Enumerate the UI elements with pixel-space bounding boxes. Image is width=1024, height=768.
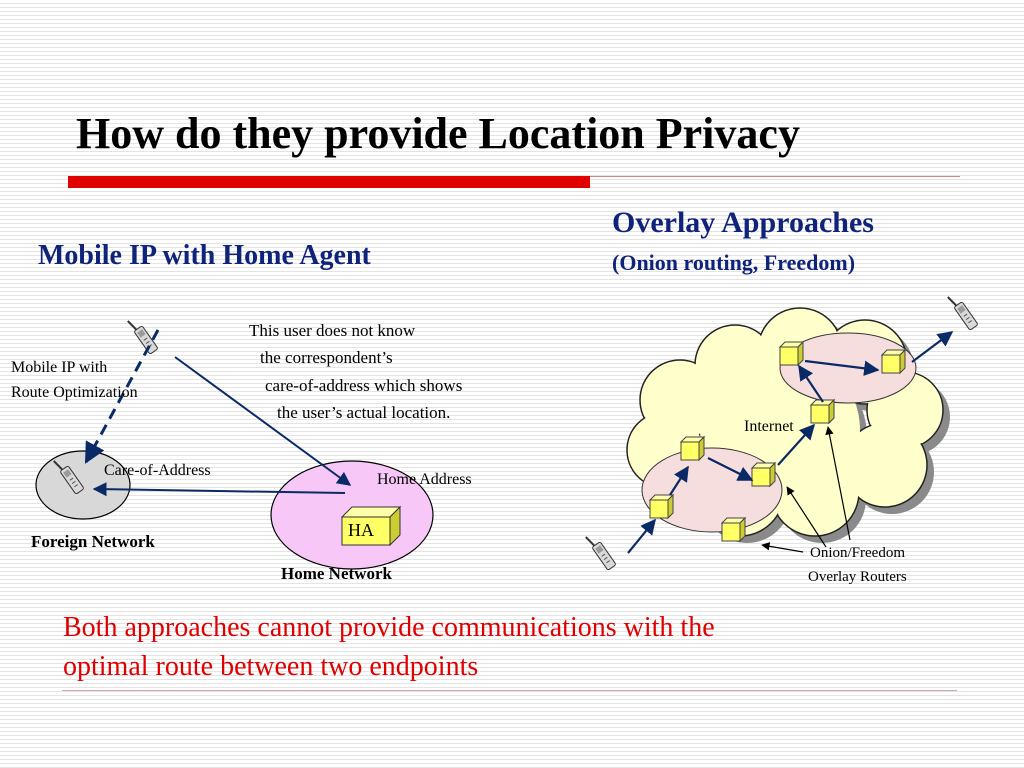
note-line: care-of-address which shows: [265, 376, 463, 395]
note-line: the correspondent’s: [260, 348, 393, 367]
overlay-routers-label-line2: Overlay Routers: [808, 569, 907, 585]
overlay-router-icon: [680, 436, 705, 461]
route-optimization-label-line1: Mobile IP with: [11, 359, 108, 376]
overlay-router-icon: [649, 494, 674, 519]
title-underline-rule: [590, 176, 960, 177]
home-agent-box-icon: [340, 505, 402, 547]
overlay-router-icon: [721, 517, 746, 542]
mobile-ip-heading: Mobile IP with Home Agent: [38, 240, 371, 271]
overlay-region-top: [779, 332, 917, 404]
overlay-router-icon: [779, 341, 804, 366]
overlay-subheading: (Onion routing, Freedom): [612, 250, 856, 275]
home-address-label: Home Address: [377, 471, 472, 488]
conclusion-line: Both approaches cannot provide communica…: [63, 612, 715, 643]
route-optimization-label-line2: Route Optimization: [11, 384, 138, 401]
conclusion-line: optimal route between two endpoints: [63, 651, 479, 682]
care-of-address-label: Care-of-Address: [104, 462, 211, 479]
bottom-rule: [62, 690, 957, 691]
foreign-network-label: Foreign Network: [31, 532, 155, 551]
title-underline-bar: [68, 176, 590, 188]
overlay-router-icon: [881, 349, 906, 374]
route-optimization-dashed-arrow: [84, 329, 160, 464]
overlay-router-icon: [751, 462, 776, 487]
correspondent-to-home-arrow: [174, 356, 352, 486]
home-network-label: Home Network: [281, 564, 392, 583]
mobile-phone-icon: [945, 290, 980, 332]
conclusion-text: Both approaches cannot provide communica…: [63, 608, 963, 686]
note-line: This user does not know: [249, 321, 416, 340]
overlay-heading: Overlay Approaches: [612, 206, 874, 239]
home-to-care-of-arrow: [92, 482, 346, 497]
overlay-routers-label-line1: Onion/Freedom: [810, 545, 905, 561]
slide-title: How do they provide Location Privacy: [76, 109, 800, 158]
overlay-router-icon: [810, 399, 835, 424]
mobile-phone-icon: [125, 314, 160, 356]
mobile-phone-icon: [583, 530, 618, 572]
home-agent-label: HA: [348, 520, 374, 540]
internet-label: Internet: [744, 418, 794, 435]
note-line: the user’s actual location.: [277, 403, 451, 422]
